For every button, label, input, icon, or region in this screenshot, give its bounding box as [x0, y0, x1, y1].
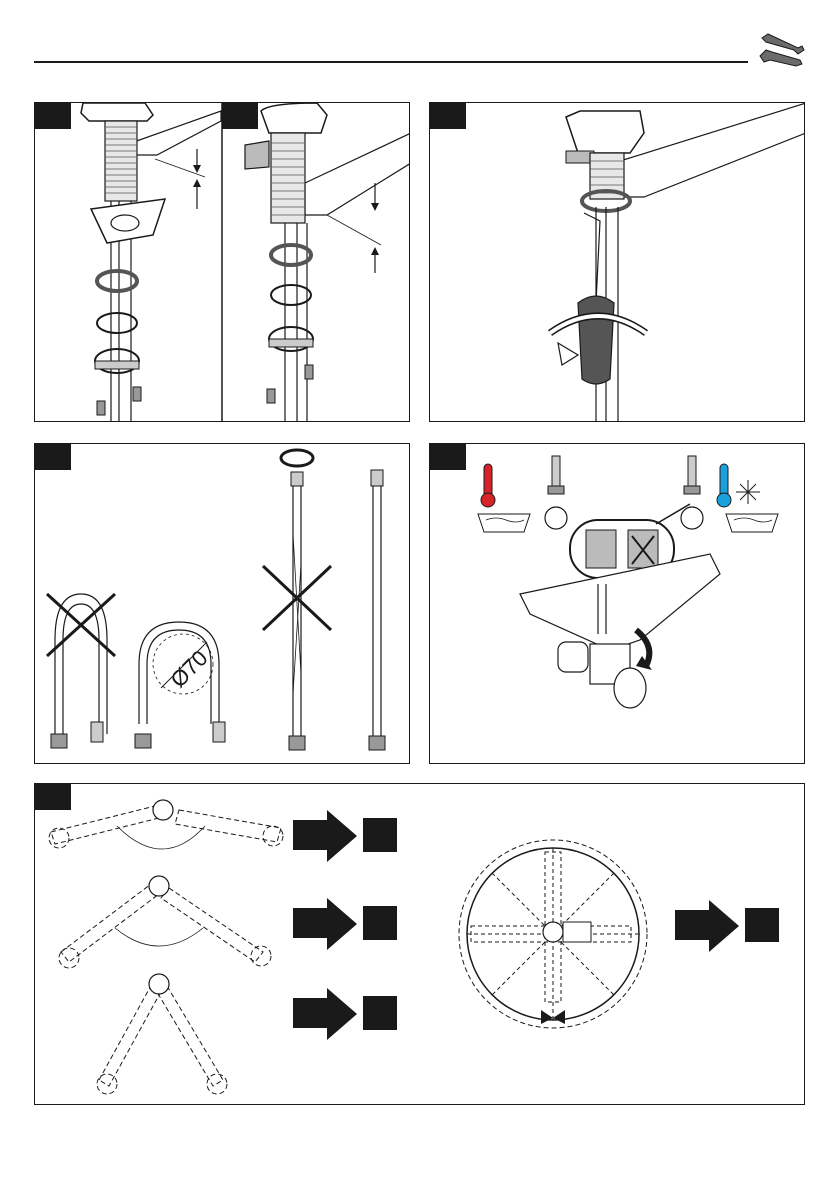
step-panel-hoses: Ø70 [34, 443, 410, 764]
header-rule [34, 61, 748, 63]
snowflake-icon [736, 480, 760, 504]
hoses-illustration: Ø70 [35, 444, 410, 764]
step-tag [35, 444, 71, 470]
step-panel-tighten [429, 102, 805, 422]
spout-rotation-illustration [35, 784, 805, 1105]
step-tag [222, 103, 258, 129]
step-panel-connect [429, 443, 805, 764]
hot-thermometer-icon [481, 464, 495, 507]
diameter-label: Ø70 [165, 645, 212, 692]
tighten-illustration [430, 103, 805, 422]
connect-illustration [430, 444, 805, 764]
step-tag [430, 103, 466, 129]
step-tag [35, 103, 71, 129]
step-tag [430, 444, 466, 470]
mounting-illustration [35, 103, 410, 422]
step-tag [35, 784, 71, 810]
cold-thermometer-icon [717, 464, 731, 507]
step-panel-mounting [34, 102, 410, 422]
step-panel-spout-rotation [34, 783, 805, 1105]
wrench-screwdriver-icon [758, 28, 806, 68]
